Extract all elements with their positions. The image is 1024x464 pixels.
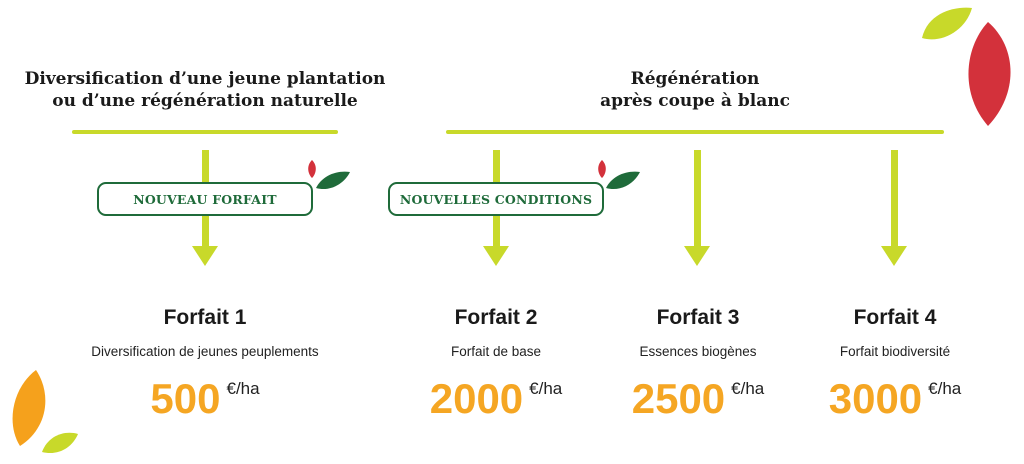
forfait-3-column: Forfait 3 Essences biogènes 2500 €/ha bbox=[598, 306, 798, 423]
forfait-3-title: Forfait 3 bbox=[656, 306, 740, 329]
forfait-4-unit: €/ha bbox=[928, 379, 962, 398]
leaf-red-right-icon bbox=[968, 22, 1011, 126]
forfait-2-price: 2000 €/ha bbox=[396, 375, 596, 423]
divider-left bbox=[72, 130, 338, 134]
leaf-icon bbox=[598, 160, 640, 190]
heading-left: Diversification d’une jeune plantation o… bbox=[24, 69, 386, 111]
arrow-forfait-4 bbox=[881, 150, 907, 266]
forfait-2-subtitle: Forfait de base bbox=[450, 344, 542, 359]
heading-right: Régénération après coupe à blanc bbox=[600, 69, 790, 111]
forfait-1-amount: 500 bbox=[150, 375, 221, 422]
forfait-1-title: Forfait 1 bbox=[163, 306, 247, 329]
badge-nouvelles-conditions: NOUVELLES CONDITIONS bbox=[388, 182, 604, 216]
forfait-4-column: Forfait 4 Forfait biodiversité 3000 €/ha bbox=[795, 306, 995, 423]
arrow-forfait-3 bbox=[684, 150, 710, 266]
leaf-orange-left-icon bbox=[12, 370, 46, 446]
forfait-4-amount: 3000 bbox=[828, 375, 923, 422]
forfait-3-subtitle: Essences biogènes bbox=[639, 344, 757, 359]
forfait-2-unit: €/ha bbox=[529, 379, 563, 398]
divider-right bbox=[446, 130, 944, 134]
badge-nouvelles-conditions-label: NOUVELLES CONDITIONS bbox=[399, 191, 593, 207]
forfait-2-title: Forfait 2 bbox=[454, 306, 538, 329]
forfait-1-price: 500 €/ha bbox=[65, 375, 345, 423]
badge-nouveau-forfait-label: NOUVEAU FORFAIT bbox=[133, 191, 277, 207]
leaf-lime-bottom-icon bbox=[42, 432, 78, 454]
forfait-1-column: Forfait 1 Diversification de jeunes peup… bbox=[65, 306, 345, 423]
badge-nouveau-forfait: NOUVEAU FORFAIT bbox=[97, 182, 313, 216]
forfait-4-subtitle: Forfait biodiversité bbox=[839, 344, 951, 359]
forfait-3-price: 2500 €/ha bbox=[598, 375, 798, 423]
forfait-1-unit: €/ha bbox=[226, 379, 260, 398]
leaf-lime-top-icon bbox=[922, 7, 972, 40]
forfait-2-column: Forfait 2 Forfait de base 2000 €/ha bbox=[396, 306, 596, 423]
forfait-4-price: 3000 €/ha bbox=[795, 375, 995, 423]
forfait-3-unit: €/ha bbox=[731, 379, 765, 398]
leaf-icon bbox=[308, 160, 350, 190]
forfait-1-subtitle: Diversification de jeunes peuplements bbox=[91, 344, 319, 359]
forfait-3-amount: 2500 bbox=[631, 375, 726, 422]
forfait-2-amount: 2000 bbox=[429, 375, 524, 422]
forfait-4-title: Forfait 4 bbox=[853, 306, 937, 329]
